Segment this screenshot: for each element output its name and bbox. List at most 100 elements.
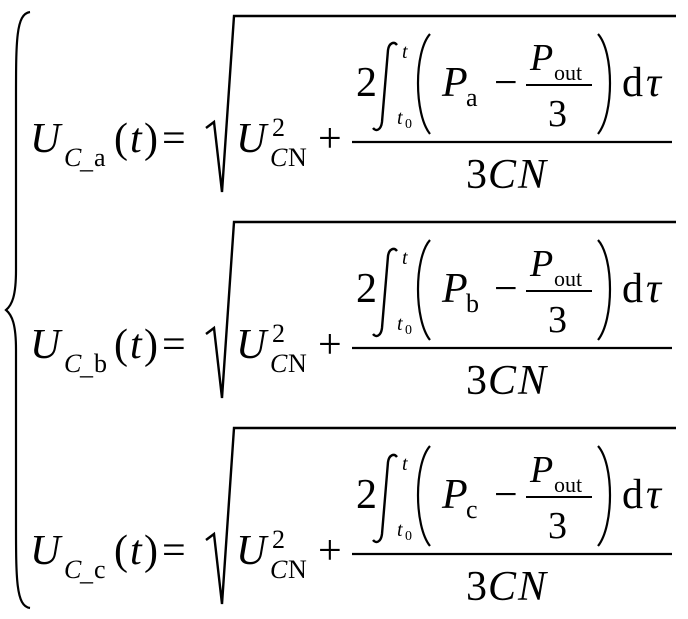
den-c: C [488,152,517,198]
lhs-sub-var: C [64,143,82,172]
u-sub-var: C [270,555,288,584]
frac-num-sub: out [554,266,582,291]
p-sub: b [466,289,479,318]
lhs: U C _ a ( t ) [30,116,158,174]
den-c: C [488,564,517,610]
equation-a: U C _ a ( t ) = U C N 2 + 2 t t 0 P a − … [30,14,676,198]
lhs-sub-var: C [64,555,82,584]
den-coef: 3 [466,564,487,610]
lhs-arg: t [130,528,143,574]
lhs: U C _ c ( t ) [30,528,158,586]
plus-sign: + [318,322,342,368]
frac-den: 3 [548,299,567,341]
u-main: U [236,116,269,162]
numerator: 2 t t 0 P a − P out 3 d τ [356,33,663,135]
frac-num-main: P [529,243,553,285]
lhs-sub-sep: _ [79,145,94,174]
d-symbol: d [622,472,643,518]
lhs-open-paren: ( [114,116,128,162]
frac-num-sub: out [554,472,582,497]
lhs-close-paren: ) [144,116,158,162]
tau-symbol: τ [646,472,663,518]
left-paren [416,33,431,135]
frac-num-sub: out [554,60,582,85]
integral-sign [372,41,398,132]
lhs-close-paren: ) [144,322,158,368]
integral-upper: t [402,41,408,63]
frac-den: 3 [548,505,567,547]
minus-sign: − [494,472,518,518]
equation-c: U C _ c ( t ) = U C N 2 + 2 t t 0 P c − … [30,426,676,610]
integral-lower: t [397,519,403,541]
u-sub-var: C [270,349,288,378]
u-sup: 2 [272,113,285,142]
equals-sign: = [162,116,186,162]
lhs-sub-phase: c [94,555,106,584]
p-main: P [441,472,468,518]
coef-2: 2 [356,266,377,312]
lhs-main: U [30,116,63,162]
radical-sign [205,14,676,193]
den-coef: 3 [466,152,487,198]
left-paren [416,445,431,547]
integral-lower-sub: 0 [405,323,412,338]
u-sub-tag: N [288,143,307,172]
lhs-main: U [30,528,63,574]
u-cn-squared: U C N 2 [236,113,307,172]
lhs-arg: t [130,322,143,368]
right-paren [597,239,612,341]
frac-num-main: P [529,449,553,491]
tau-symbol: τ [646,60,663,106]
right-paren [597,33,612,135]
equation-b: U C _ b ( t ) = U C N 2 + 2 t t 0 P b − … [30,220,676,404]
plus-sign: + [318,528,342,574]
den-n: N [517,358,548,404]
denominator: 3 C N [466,358,548,404]
integral-sign [372,247,398,338]
left-brace [4,10,31,610]
den-n: N [517,564,548,610]
p-sub: c [466,495,478,524]
d-symbol: d [622,60,643,106]
u-cn-squared: U C N 2 [236,319,307,378]
numerator: 2 t t 0 P c − P out 3 d τ [356,445,663,547]
coef-2: 2 [356,472,377,518]
p-main: P [441,266,468,312]
p-main: P [441,60,468,106]
u-sub-tag: N [288,349,307,378]
tau-symbol: τ [646,266,663,312]
radical-sign [205,426,676,605]
d-symbol: d [622,266,643,312]
frac-num-main: P [529,37,553,79]
minus-sign: − [494,266,518,312]
lhs-sub-phase: b [94,349,107,378]
den-c: C [488,358,517,404]
integral-sign [372,453,398,544]
lhs-sub-var: C [64,349,82,378]
u-main: U [236,528,269,574]
den-coef: 3 [466,358,487,404]
frac-den: 3 [548,93,567,135]
lhs-sub-sep: _ [79,351,94,380]
integral-lower-sub: 0 [405,529,412,544]
u-sub-tag: N [288,555,307,584]
integral-lower-sub: 0 [405,117,412,132]
integral-upper: t [402,453,408,475]
u-main: U [236,322,269,368]
lhs: U C _ b ( t ) [30,322,158,380]
integral-upper: t [402,247,408,269]
coef-2: 2 [356,60,377,106]
u-sup: 2 [272,525,285,554]
u-cn-squared: U C N 2 [236,525,307,584]
integral-lower: t [397,313,403,335]
lhs-sub-phase: a [94,143,106,172]
plus-sign: + [318,116,342,162]
lhs-arg: t [130,116,143,162]
u-sup: 2 [272,319,285,348]
u-sub-var: C [270,143,288,172]
denominator: 3 C N [466,152,548,198]
radical-sign [205,220,676,399]
right-paren [597,445,612,547]
lhs-main: U [30,322,63,368]
